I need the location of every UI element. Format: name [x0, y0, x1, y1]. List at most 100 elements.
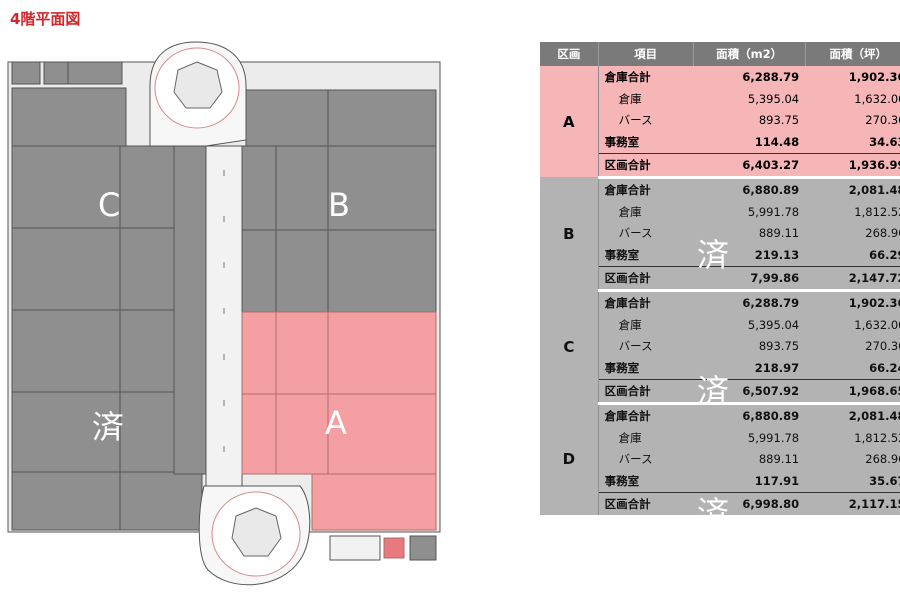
table-row: 倉庫 5,395.04 1,632.00 — [540, 87, 900, 110]
zone-cell: D — [540, 403, 599, 515]
item-cell: バース — [598, 222, 694, 245]
table-row-total: 区画合計 7,99.86 2,147.72 — [540, 266, 900, 292]
item-cell: バース — [598, 335, 694, 358]
m2-cell: 6,403.27 — [693, 153, 806, 179]
m2-cell: 218.97 — [693, 357, 806, 380]
central-corridor — [205, 145, 243, 487]
tsubo-cell: 268.96 — [805, 222, 900, 245]
m2-cell: 6,998.80 — [693, 492, 806, 515]
table-header-row: 区画 項目 面積（m2） 面積（坪） — [540, 42, 900, 66]
item-cell: 倉庫 — [598, 87, 694, 110]
item-cell: 倉庫合計 — [598, 177, 694, 201]
zone-d-section: D 倉庫合計 6,880.89 2,081.48 倉庫 5,991.78 1,8… — [540, 403, 900, 515]
table-row: D 倉庫合計 6,880.89 2,081.48 — [540, 403, 900, 515]
item-cell: 事務室 — [598, 357, 694, 380]
m2-cell: 7,99.86 — [693, 266, 806, 292]
tsubo-cell: 270.36 — [805, 109, 900, 132]
item-cell: 事務室 — [598, 244, 694, 267]
m2-cell: 889.11 — [693, 448, 806, 471]
col-header-area-tsubo: 面積（坪） — [805, 42, 900, 66]
item-cell: 倉庫合計 — [598, 290, 694, 314]
m2-cell: 6,507.92 — [693, 379, 806, 405]
tsubo-cell: 1,632.00 — [805, 87, 900, 110]
m2-cell: 6,288.79 — [693, 66, 806, 88]
m2-cell: 889.11 — [693, 222, 806, 245]
m2-cell: 6,288.79 — [693, 290, 806, 314]
m2-cell: 5,395.04 — [693, 87, 806, 110]
tsubo-cell: 1,812.52 — [805, 200, 900, 223]
zone-cell: C — [540, 290, 599, 404]
table-row: A 倉庫合計 6,288.79 1,902.36 — [540, 66, 900, 178]
tsubo-cell: 1,968.65 — [805, 379, 900, 405]
tsubo-cell: 1,632.00 — [805, 313, 900, 336]
bottom-ramp — [198, 485, 311, 586]
table-row: バース 893.75 270.36 — [540, 109, 900, 132]
table-row: 倉庫 5,395.04 1,632.00 — [540, 313, 900, 336]
tsubo-cell: 1,902.36 — [805, 66, 900, 88]
table-row-total: 区画合計 6,507.92 1,968.65 — [540, 379, 900, 405]
item-cell: 区画合計 — [598, 492, 694, 515]
m2-cell: 6,880.89 — [693, 403, 806, 427]
item-cell: 区画合計 — [598, 379, 694, 405]
tsubo-cell: 2,147.72 — [805, 266, 900, 292]
item-cell: 倉庫 — [598, 200, 694, 223]
item-cell: 事務室 — [598, 470, 694, 493]
item-cell: 倉庫合計 — [598, 66, 694, 88]
top-ramp — [149, 41, 247, 147]
tsubo-cell: 268.96 — [805, 448, 900, 471]
col-header-zone: 区画 — [540, 42, 599, 66]
table-row: 倉庫 5,991.78 1,812.52 — [540, 200, 900, 223]
zone-c-block — [11, 61, 207, 531]
table-row: 事務室 114.48 34.63 — [540, 131, 900, 154]
table-row: 事務室 218.97 66.24 — [540, 357, 900, 380]
zone-b-block — [241, 89, 437, 313]
table-row-total: 区画合計 6,403.27 1,936.99 — [540, 153, 900, 179]
m2-cell: 219.13 — [693, 244, 806, 267]
zone-cell: B — [540, 177, 599, 291]
tsubo-cell: 1,936.99 — [805, 153, 900, 179]
area-table: 区画 項目 面積（m2） 面積（坪） A 倉庫合計 6,288.79 1,902… — [540, 42, 900, 515]
table-row: バース 889.11 268.96 — [540, 222, 900, 245]
item-cell: 区画合計 — [598, 266, 694, 292]
tsubo-cell: 34.63 — [805, 131, 900, 154]
table-row: バース 893.75 270.36 — [540, 335, 900, 358]
tsubo-cell: 2,117.15 — [805, 492, 900, 515]
zone-b-section: B 倉庫合計 6,880.89 2,081.48 倉庫 5,991.78 1,8… — [540, 177, 900, 292]
tsubo-cell: 35.67 — [805, 470, 900, 493]
col-header-item: 項目 — [598, 42, 694, 66]
item-cell: 倉庫 — [598, 426, 694, 449]
table-row: 倉庫 5,991.78 1,812.52 — [540, 426, 900, 449]
item-cell: 倉庫合計 — [598, 403, 694, 427]
item-cell: 倉庫 — [598, 313, 694, 336]
zone-c-section: C 倉庫合計 6,288.79 1,902.36 倉庫 5,395.04 1,6… — [540, 290, 900, 405]
m2-cell: 5,395.04 — [693, 313, 806, 336]
tsubo-cell: 1,902.36 — [805, 290, 900, 314]
m2-cell: 5,991.78 — [693, 200, 806, 223]
m2-cell: 114.48 — [693, 131, 806, 154]
tsubo-cell: 66.24 — [805, 357, 900, 380]
m2-cell: 893.75 — [693, 335, 806, 358]
m2-cell: 6,880.89 — [693, 177, 806, 201]
tsubo-cell: 2,081.48 — [805, 403, 900, 427]
page-title: 4階平面図 — [10, 10, 81, 28]
table-row: 事務室 117.91 35.67 — [540, 470, 900, 493]
tsubo-cell: 1,812.52 — [805, 426, 900, 449]
m2-cell: 5,991.78 — [693, 426, 806, 449]
item-cell: バース — [598, 109, 694, 132]
tsubo-cell: 2,081.48 — [805, 177, 900, 201]
table-row: C 倉庫合計 6,288.79 1,902.36 — [540, 290, 900, 404]
zone-cell: A — [540, 66, 599, 178]
service-room — [329, 535, 381, 561]
item-cell: 事務室 — [598, 131, 694, 154]
service-room-gray — [409, 535, 437, 561]
table-row: 事務室 219.13 66.29 — [540, 244, 900, 267]
m2-cell: 117.91 — [693, 470, 806, 493]
col-header-area-m2: 面積（m2） — [693, 42, 806, 66]
table-row: B 倉庫合計 6,880.89 2,081.48 — [540, 177, 900, 291]
zone-a-block — [241, 311, 437, 559]
table-row-total: 区画合計 6,998.80 2,117.15 — [540, 492, 900, 515]
item-cell: 区画合計 — [598, 153, 694, 179]
tsubo-cell: 66.29 — [805, 244, 900, 267]
table-row: バース 889.11 268.96 — [540, 448, 900, 471]
m2-cell: 893.75 — [693, 109, 806, 132]
